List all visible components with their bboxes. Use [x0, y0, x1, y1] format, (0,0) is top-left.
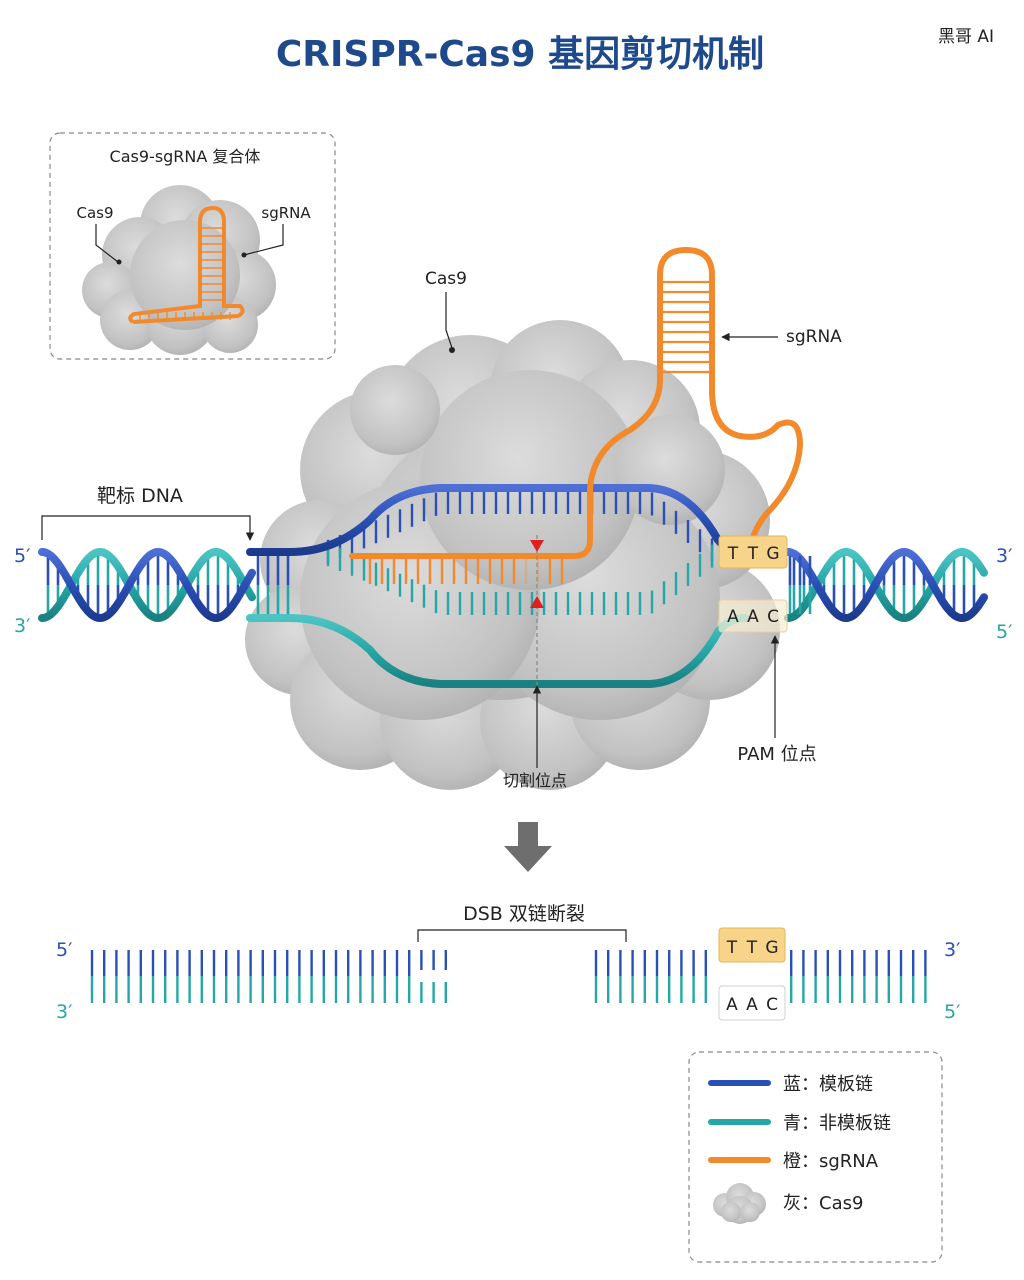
dna-helix-left	[38, 547, 290, 623]
inset-stem-rungs	[202, 227, 222, 301]
cut-arrow-top	[530, 540, 544, 552]
result-pam-top-base-1: T	[726, 938, 738, 958]
main-right-bottom-end: 5′	[996, 621, 1012, 643]
watermark: 黑哥 AI	[938, 27, 994, 47]
main-left-top-end: 5′	[14, 545, 30, 567]
result-pam-top-base-3: G	[765, 938, 778, 958]
main-left-bottom-end: 3′	[14, 615, 30, 637]
inset-title: Cas9-sgRNA 复合体	[110, 147, 261, 166]
cas9-leader-dot	[449, 347, 455, 353]
target-dna-label: 靶标 DNA	[97, 485, 183, 507]
sgrna	[349, 246, 804, 584]
result-pam-bottom-base-2: A	[746, 995, 758, 1015]
cas9-cloud-lobe	[420, 370, 640, 590]
pam-top-base-2: T	[747, 544, 759, 564]
inset-sgrna-label: sgRNA	[261, 204, 311, 222]
inset-panel: Cas9-sgRNA 复合体 Cas9 sgRNA	[49, 132, 336, 360]
inset-base-rungs	[139, 312, 231, 320]
pam-top-base-3: G	[766, 544, 779, 564]
helix-template-strand	[38, 547, 256, 623]
nontemplate-strand-bases	[326, 543, 714, 615]
cut-site-label: 切割位点	[503, 771, 567, 790]
pam-bottom-base-1: A	[727, 607, 739, 627]
pam-box-top	[718, 535, 788, 569]
inset-sgrna	[128, 205, 245, 324]
cas9-leader	[445, 292, 453, 349]
inset-sgrna-strand	[128, 205, 245, 324]
pam-top-base-1: T	[727, 544, 739, 564]
pam-label: PAM 位点	[737, 744, 816, 765]
result-left-top-end: 5′	[56, 939, 72, 961]
result-pam-bottom-base-1: A	[726, 995, 738, 1015]
inset-cas9-dot	[116, 259, 122, 265]
sgrna-strand	[349, 246, 804, 559]
cut-arrow-bottom	[530, 596, 544, 608]
legend-cloud-lobe	[721, 1202, 741, 1222]
result-right-top-end: 3′	[944, 939, 960, 961]
result-pam-bottom-base-3: C	[766, 995, 778, 1015]
result-right-bottom-end: 5′	[944, 1001, 960, 1023]
dsb-bracket	[417, 929, 627, 942]
inset-sgrna-dot	[241, 252, 247, 258]
cas9-label: Cas9	[425, 269, 467, 289]
pam-site: T T G A A C	[718, 535, 788, 633]
template-strand-bases	[326, 491, 714, 563]
helix-template-strand	[784, 547, 988, 622]
result-left-fragment-bases	[90, 950, 447, 1003]
cut-site-markers	[530, 535, 544, 690]
page-title: CRISPR-Cas9 基因剪切机制	[276, 34, 764, 75]
dsb-label: DSB 双链断裂	[463, 903, 585, 925]
legend-label-nontemplate: 青：非模板链	[783, 1113, 891, 1134]
legend-cloud-lobe	[740, 1202, 760, 1222]
legend-label-template: 蓝：模板链	[783, 1074, 873, 1095]
result-pam-top-base-2: T	[746, 938, 758, 958]
result-right-fragment-bases	[594, 950, 927, 1003]
inset-cas9-label: Cas9	[76, 204, 113, 222]
pam-bottom-base-2: A	[747, 607, 759, 627]
result-left-bottom-end: 3′	[56, 1001, 72, 1023]
legend-swatch-cas9-icon	[713, 1183, 766, 1224]
helix-nontemplate-strand	[784, 548, 988, 623]
sgrna-stem-rungs	[663, 280, 709, 374]
pam-box-bottom	[718, 599, 788, 633]
result-pam-box-top	[718, 927, 786, 963]
pam-bottom-base-3: C	[767, 607, 779, 627]
main-right-top-end: 3′	[996, 545, 1012, 567]
cas9-cloud-lobe	[350, 365, 440, 455]
legend-label-sgrna: 橙：sgRNA	[783, 1151, 879, 1172]
inset-sgrna-leader	[243, 224, 284, 256]
inset-cloud-lobe	[130, 220, 240, 330]
sgrna-label: sgRNA	[786, 327, 842, 347]
dsb-result: DSB 双链断裂 T T G A A C 5′ 3′ 3′ 5′	[56, 903, 960, 1023]
legend: 蓝：模板链 青：非模板链 橙：sgRNA 灰：Cas9	[688, 1051, 943, 1263]
sgrna-guide-rungs	[368, 558, 564, 584]
dna-helix-right	[784, 547, 988, 623]
result-pam-box-bottom	[718, 985, 786, 1021]
helix-nontemplate-strand	[38, 547, 256, 623]
process-down-arrow	[504, 822, 552, 872]
inset-cas9-leader	[95, 224, 119, 263]
target-dna-bracket	[41, 515, 255, 541]
cas9-cloud-lobe	[615, 415, 725, 525]
legend-label-cas9: 灰：Cas9	[783, 1193, 863, 1214]
